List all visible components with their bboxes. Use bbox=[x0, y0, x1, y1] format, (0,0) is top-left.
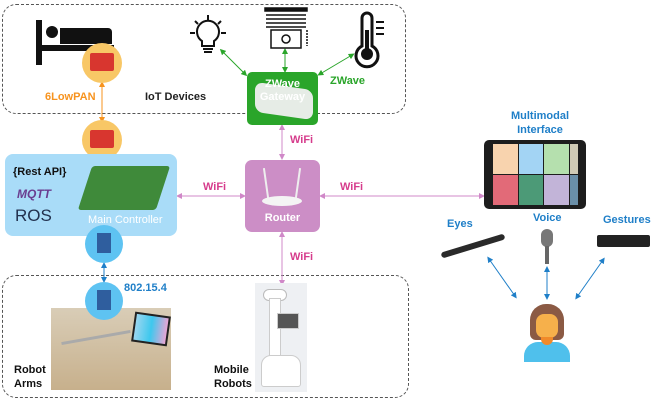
eyes-label: Eyes bbox=[447, 218, 473, 230]
wifi-gateway-label: WiFi bbox=[290, 134, 314, 146]
lightbulb-icon bbox=[190, 15, 226, 53]
router-label: Router bbox=[264, 212, 301, 224]
router-node[interactable]: Router bbox=[245, 160, 320, 232]
robots-group bbox=[2, 275, 409, 398]
xbee-node-controller bbox=[85, 225, 123, 263]
rest-api-label: {Rest API} bbox=[13, 166, 67, 178]
gateway-label: ZWave Gateway bbox=[259, 78, 306, 103]
main-controller[interactable]: {Rest API} MQTT ROS Main Controller bbox=[5, 154, 177, 236]
6lowpan-node-iot bbox=[82, 43, 122, 83]
circuit-board-icon bbox=[90, 130, 114, 148]
zwave-label: ZWave bbox=[330, 75, 366, 87]
iot-devices-group bbox=[2, 4, 406, 114]
window-blinds-icon bbox=[264, 7, 308, 49]
robot-arm bbox=[61, 329, 131, 346]
radio-module-icon bbox=[97, 233, 111, 253]
user-avatar bbox=[522, 304, 572, 362]
mobile-robot-photo bbox=[255, 283, 307, 392]
6lowpan-label: 6LowPAN bbox=[45, 91, 96, 103]
voice-label: Voice bbox=[533, 212, 562, 224]
iot-devices-label: IoT Devices bbox=[145, 91, 207, 103]
mqtt-logo: MQTT bbox=[17, 187, 51, 201]
microphone-icon bbox=[541, 229, 553, 247]
router-device-icon bbox=[262, 196, 302, 206]
link-eyes-user bbox=[487, 256, 517, 299]
radio-module-icon bbox=[97, 290, 111, 310]
circuit-board-icon bbox=[90, 53, 114, 71]
tablet-screen bbox=[493, 144, 578, 205]
6lowpan-node-controller bbox=[82, 120, 122, 160]
antenna-icon bbox=[294, 168, 302, 198]
wifi-interface-label: WiFi bbox=[340, 181, 364, 193]
robot-tablet bbox=[131, 311, 171, 347]
802154-label: 802.15.4 bbox=[124, 282, 167, 294]
main-controller-label: Main Controller bbox=[88, 214, 163, 226]
link-bulb-gateway bbox=[219, 48, 248, 77]
ros-logo: ROS bbox=[15, 206, 52, 225]
tablet-interface[interactable] bbox=[484, 140, 586, 209]
gestures-label: Gestures bbox=[603, 214, 651, 226]
robot-arms-photo bbox=[51, 308, 171, 390]
wifi-controller-label: WiFi bbox=[203, 181, 227, 193]
antenna-icon bbox=[262, 168, 270, 198]
kinect-sensor bbox=[597, 235, 650, 247]
link-thermo-gateway bbox=[317, 53, 355, 76]
microphone-stand bbox=[545, 246, 549, 264]
wifi-mobile-label: WiFi bbox=[290, 251, 314, 263]
xbee-node-robot bbox=[85, 282, 123, 320]
raspberry-pi-board bbox=[77, 166, 171, 210]
link-gestures-user bbox=[575, 257, 605, 300]
zwave-gateway: ZWave Gateway bbox=[247, 72, 318, 125]
thermometer-icon bbox=[354, 11, 384, 69]
